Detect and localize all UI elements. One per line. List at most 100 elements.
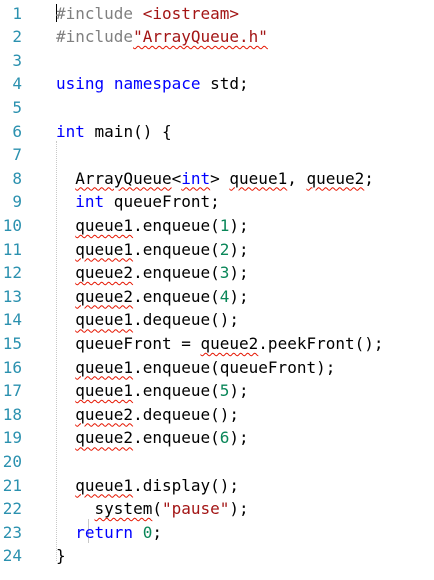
- code-token: #include: [56, 3, 143, 23]
- code-token: 1: [219, 215, 230, 235]
- code-text[interactable]: queue1.enqueue(1);: [56, 214, 248, 238]
- code-text[interactable]: ArrayQueue<int> queue1, queue2;: [56, 167, 374, 191]
- code-token: [56, 169, 75, 188]
- code-text[interactable]: }: [56, 544, 66, 568]
- code-text[interactable]: int main() {: [56, 120, 172, 144]
- code-text[interactable]: queue1.display();: [56, 474, 239, 498]
- code-token: );: [229, 499, 249, 519]
- code-token: );: [229, 286, 249, 306]
- code-token: }: [56, 546, 66, 566]
- line-number: 20: [2, 451, 22, 471]
- code-line[interactable]: 24}: [0, 544, 434, 568]
- line-number: 4: [12, 74, 22, 94]
- code-text[interactable]: #include <iostream>: [56, 2, 239, 26]
- code-line[interactable]: 7: [0, 143, 434, 167]
- code-token: >: [210, 168, 230, 188]
- line-number: 11: [2, 239, 22, 259]
- code-text[interactable]: queue2.enqueue(3);: [56, 261, 248, 285]
- code-line[interactable]: 21 queue1.display();: [0, 474, 434, 498]
- code-token: [56, 499, 95, 518]
- line-number: 9: [12, 192, 22, 212]
- code-token: queue1: [75, 310, 134, 330]
- indent-guide-nested: [88, 519, 89, 543]
- code-line[interactable]: 16 queue1.enqueue(queueFront);: [0, 356, 434, 380]
- code-line[interactable]: 14 queue1.dequeue();: [0, 308, 434, 332]
- code-line[interactable]: 5: [0, 96, 434, 120]
- line-number: 17: [2, 381, 22, 401]
- code-token: [56, 192, 75, 211]
- code-text[interactable]: return 0;: [56, 521, 162, 545]
- code-token: .enqueue(: [133, 239, 220, 259]
- code-text[interactable]: int queueFront;: [56, 190, 220, 214]
- code-token: 0: [142, 522, 153, 542]
- code-token: ,: [287, 168, 307, 188]
- code-token: (: [152, 499, 162, 519]
- code-text[interactable]: queue1.enqueue(queueFront);: [56, 356, 335, 380]
- code-token: queue1: [75, 239, 134, 259]
- code-line[interactable]: 9 int queueFront;: [0, 190, 434, 214]
- code-text[interactable]: #include"ArrayQueue.h": [56, 25, 268, 49]
- code-token: [56, 358, 75, 377]
- code-token: int: [75, 192, 105, 212]
- code-text[interactable]: queue2.dequeue();: [56, 403, 239, 427]
- code-line[interactable]: 17 queue1.enqueue(5);: [0, 379, 434, 403]
- code-token: );: [229, 239, 249, 259]
- code-token: "ArrayQueue.h": [133, 27, 268, 47]
- code-token: [133, 523, 143, 542]
- text-cursor: [56, 4, 57, 22]
- code-token: 4: [219, 286, 230, 306]
- code-text[interactable]: queue2.enqueue(4);: [56, 285, 249, 309]
- code-token: [56, 287, 75, 306]
- line-number: 13: [2, 286, 22, 306]
- line-number: 21: [2, 475, 22, 495]
- code-token: queue2: [306, 168, 365, 188]
- code-text[interactable]: queue1.dequeue();: [56, 308, 239, 332]
- code-line[interactable]: 10 queue1.enqueue(1);: [0, 214, 434, 238]
- line-number: 19: [2, 428, 22, 448]
- code-line[interactable]: 23 return 0;: [0, 521, 434, 545]
- code-line[interactable]: 11 queue1.enqueue(2);: [0, 238, 434, 262]
- line-number: 2: [12, 27, 22, 47]
- code-token: [104, 74, 114, 93]
- code-line[interactable]: 19 queue2.enqueue(6);: [0, 426, 434, 450]
- code-line[interactable]: 4 using namespace std;: [0, 72, 434, 96]
- code-token: ;: [152, 522, 162, 542]
- code-line[interactable]: 8 ArrayQueue<int> queue1, queue2;: [0, 167, 434, 191]
- code-line[interactable]: 13 queue2.enqueue(4);: [0, 285, 434, 309]
- line-number: 3: [12, 50, 22, 70]
- code-line[interactable]: 1#include <iostream>: [0, 2, 434, 26]
- code-token: <: [171, 168, 182, 188]
- code-text[interactable]: using namespace std;: [56, 72, 249, 96]
- code-token: using: [56, 74, 105, 94]
- code-token: [56, 405, 75, 424]
- code-line[interactable]: 3: [0, 49, 434, 73]
- line-number: 24: [2, 546, 22, 566]
- indent-guide: [56, 141, 57, 561]
- line-number: 22: [2, 499, 22, 519]
- code-line[interactable]: 22 system("pause");: [0, 497, 434, 521]
- code-text[interactable]: queue2.enqueue(6);: [56, 426, 248, 450]
- code-token: .enqueue(: [133, 428, 220, 448]
- code-token: namespace: [113, 74, 201, 94]
- code-token: #include: [56, 27, 134, 47]
- code-line[interactable]: 18 queue2.dequeue();: [0, 403, 434, 427]
- code-token: queueFront;: [104, 192, 220, 212]
- code-token: .enqueue(: [133, 381, 220, 401]
- code-token: [56, 381, 75, 400]
- code-token: [56, 216, 75, 235]
- code-line[interactable]: 15 queueFront = queue2.peekFront();: [0, 332, 434, 356]
- code-token: queue2: [200, 333, 259, 353]
- code-text[interactable]: queue1.enqueue(5);: [56, 379, 248, 403]
- code-token: .enqueue(: [133, 286, 220, 306]
- code-token: system: [94, 499, 153, 519]
- code-token: ArrayQueue: [75, 168, 172, 188]
- line-number: 18: [2, 404, 22, 424]
- code-line[interactable]: 2 #include"ArrayQueue.h": [0, 25, 434, 49]
- code-text[interactable]: queue1.enqueue(2);: [56, 238, 249, 262]
- code-text[interactable]: queueFront = queue2.peekFront();: [56, 332, 383, 356]
- code-text[interactable]: system("pause");: [56, 497, 249, 521]
- code-line[interactable]: 20: [0, 450, 434, 474]
- code-line[interactable]: 12 queue2.enqueue(3);: [0, 261, 434, 285]
